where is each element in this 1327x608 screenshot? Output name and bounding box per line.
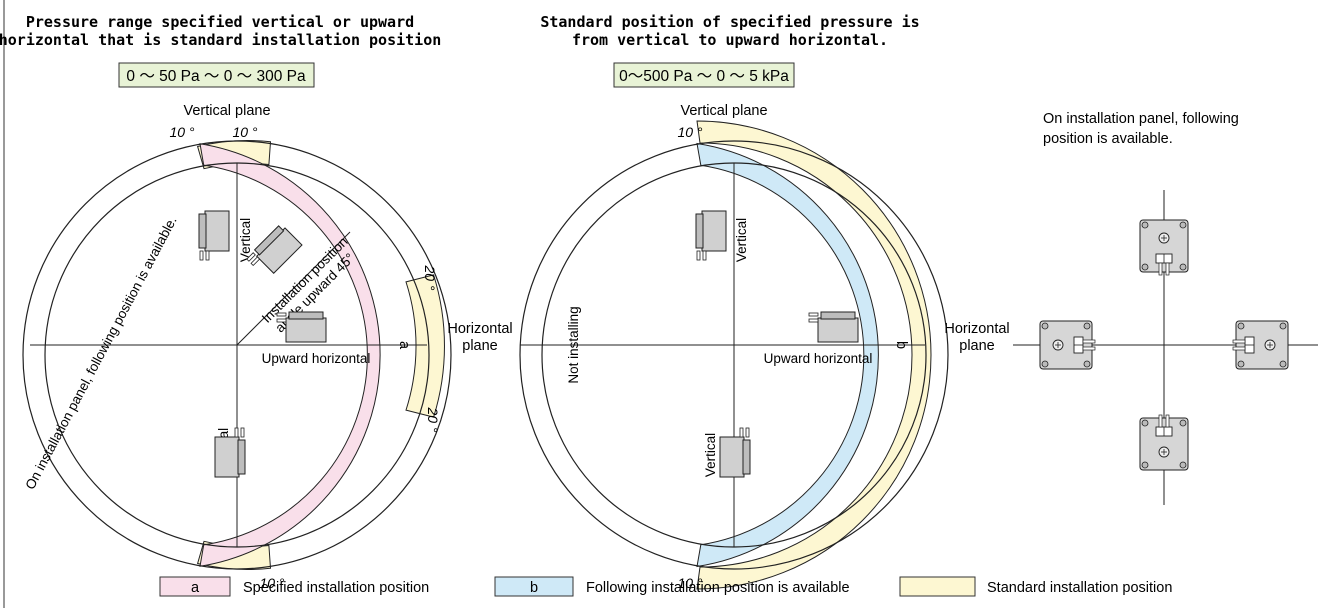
middle-range: 0～500 Pa ～ 0 ～ 5 kPa [619,68,789,85]
left-deg-top-left: 10 ° [169,124,194,140]
middle-upward-horizontal: Upward horizontal [764,351,873,366]
left-horizontal-plane-1: Horizontal [447,321,512,337]
device-45-icon [245,223,303,281]
middle-vertical-plane: Vertical plane [680,103,767,119]
left-vertical-top: Vertical [238,218,253,262]
legend-label-standard: Standard installation position [987,580,1172,596]
left-vertical-plane: Vertical plane [183,103,270,119]
middle-diagram: Standard position of specified pressure … [519,13,1010,591]
legend-label-a: Specified installation position [243,580,429,596]
left-panel-note: On installation panel, following positio… [22,214,179,492]
middle-title-1: Standard position of specified pressure … [540,13,919,31]
legend-swatch-a [159,576,231,597]
middle-horizontal-plane-2: plane [959,338,994,354]
left-deg-20-bottom: 20 ° [425,406,441,432]
panel-device-right-icon [1232,320,1289,370]
middle-deg-bottom: 10 ° [677,575,702,591]
device-vertical-down-icon [719,427,751,478]
right-panel: On installation panel, following positio… [1013,111,1318,505]
left-upward-horizontal: Upward horizontal [262,351,371,366]
device-horizontal-icon [808,311,859,343]
middle-deg-top: 10 ° [677,124,702,140]
right-note-1: On installation panel, following [1043,111,1239,127]
middle-vertical-bottom: Vertical [703,433,718,477]
left-title-1: Pressure range specified vertical or upw… [26,13,414,31]
left-horizontal-plane-2: plane [462,338,497,354]
device-vertical-icon [198,210,230,261]
left-diagram: Pressure range specified vertical or upw… [0,13,513,591]
legend: a Specified installation position b Foll… [159,576,1172,597]
left-title-2: horizontal that is standard installation… [0,31,441,49]
panel-device-bottom-icon [1139,414,1189,471]
right-note-2: position is available. [1043,131,1173,147]
left-range-box [118,62,315,88]
middle-arc-letter: b [893,341,909,349]
left-deg-bottom-right: 10 ° [259,575,284,591]
middle-vertical-top: Vertical [734,218,749,262]
legend-swatch-standard [899,576,976,597]
panel-device-top-icon [1139,219,1189,276]
legend-label-b: Following installation position is avail… [586,580,850,596]
middle-range-box [613,62,795,88]
device-vertical-icon [695,210,727,261]
middle-title-2: from vertical to upward horizontal. [572,31,888,49]
legend-swatch-b [494,576,574,597]
left-deg-top-right: 10 ° [232,124,257,140]
middle-horizontal-plane-1: Horizontal [944,321,1009,337]
left-arc-letter: a [396,341,412,350]
panel-device-left-icon [1039,320,1096,370]
left-range: 0 ～ 50 Pa ～ 0 ～ 300 Pa [126,68,306,85]
left-deg-20-top: 20 ° [422,264,438,290]
middle-not-installing: Not installing [566,306,581,383]
legend-key-a: a [191,580,200,596]
legend-key-b: b [530,580,538,596]
